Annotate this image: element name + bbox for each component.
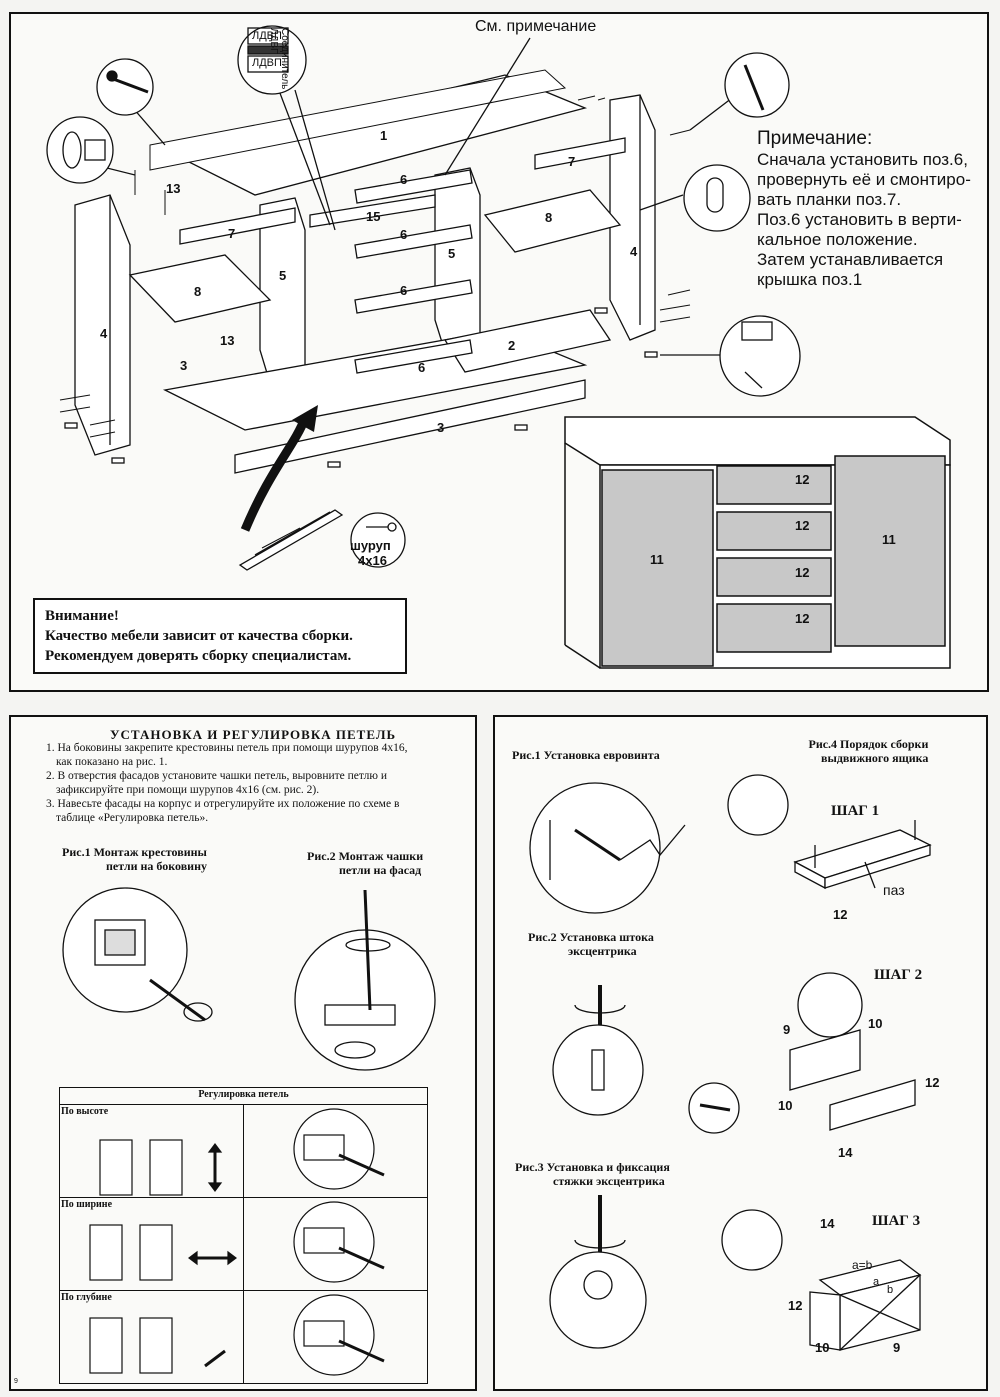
step3-label: ШАГ 3	[872, 1213, 921, 1229]
ldvp-label-bottom: ЛДВП	[252, 57, 282, 69]
part-number: 1	[380, 128, 388, 143]
note-line: провернуть её и смонтиро-	[757, 170, 971, 189]
part-number: 10	[815, 1340, 830, 1355]
caption-line: Рис.4 Порядок сборки	[808, 737, 929, 751]
step-line: таблице «Регулировка петель».	[56, 812, 209, 824]
hinge-fig1-caption: Рис.1 Монтаж крестовины петли на боковин…	[62, 845, 207, 873]
warning-title: Внимание!	[45, 608, 119, 624]
diagonal-a-label: a	[873, 1276, 880, 1288]
note-line: Затем устанавливается	[757, 250, 944, 269]
see-note-callout: См. примечание	[475, 18, 597, 35]
part-number: 13	[166, 181, 181, 196]
part-number: 7	[568, 154, 576, 169]
warning-line: Рекомендуем доверять сборку специалистам…	[45, 648, 352, 664]
table-row: По высоте	[59, 1104, 428, 1198]
hinges-steps: 1. На боковины закрепите крестовины пете…	[46, 741, 466, 825]
page-number: 9	[14, 1378, 18, 1385]
eccentric-rod-caption: Рис.2 Установка штока эксцентрика	[528, 930, 654, 958]
warning-line: Качество мебели зависит от качества сбор…	[45, 628, 353, 644]
ldvp-label-top: ЛДВП	[252, 30, 282, 42]
assembly-note: Примечание: Сначала установить поз.6, пр…	[757, 128, 982, 290]
part-number: 5	[448, 246, 456, 261]
note-line: Сначала установить поз.6,	[757, 150, 968, 169]
drawer-label: 12	[795, 472, 810, 487]
caption-line: Рис.2 Монтаж чашки	[307, 849, 424, 863]
drawer-label: 12	[795, 611, 810, 626]
note-title: Примечание:	[757, 128, 873, 149]
caption-line: петли на боковину	[106, 859, 208, 873]
equal-diagonals-label: a=b	[852, 1258, 873, 1272]
screw-label: шуруп	[350, 538, 391, 553]
part-number: 6	[418, 360, 426, 375]
drawer-label: 12	[795, 565, 810, 580]
row-label: По высоте	[61, 1106, 109, 1117]
part-number: 4	[630, 244, 638, 259]
note-line: Поз.6 установить в верти-	[757, 210, 962, 229]
part-number: 9	[893, 1340, 901, 1355]
connector-label: Соединитель ЛДВП	[268, 28, 290, 90]
caption-line: эксцентрика	[568, 944, 637, 958]
part-number: 4	[100, 326, 108, 341]
screw-size: 4x16	[358, 553, 387, 568]
drawer-panel	[493, 715, 988, 1391]
step-line: 3. Навесьте фасады на корпус и отрегулир…	[46, 798, 400, 810]
hinge-adjustment-table: Регулировка петель По высоте	[59, 1087, 428, 1384]
part-number: 12	[788, 1298, 803, 1313]
part-number: 15	[366, 209, 381, 224]
part-number: 8	[194, 284, 202, 299]
groove-label: паз	[883, 882, 905, 898]
facade-label: 11	[650, 552, 664, 567]
caption-line: выдвижного ящика	[821, 751, 929, 765]
part-number: 14	[838, 1145, 853, 1160]
caption-line: петли на фасад	[339, 863, 422, 877]
step-line: зафиксируйте при помощи шурупов 4х16 (см…	[56, 784, 320, 796]
note-line: крышка поз.1	[757, 270, 863, 289]
drawer-order-caption: Рис.4 Порядок сборки выдвижного ящика	[775, 737, 928, 765]
eccentric-fix-caption: Рис.3 Установка и фиксация стяжки эксцен…	[515, 1160, 670, 1188]
warning-box: Внимание! Качество мебели зависит от кач…	[33, 598, 407, 674]
part-number: 9	[783, 1022, 791, 1037]
step-line: как показано на рис. 1.	[56, 756, 168, 768]
caption-line: Рис.2 Установка штока	[528, 930, 654, 944]
hinge-fig2-caption: Рис.2 Монтаж чашки петли на фасад	[307, 849, 423, 877]
caption-line: Рис.3 Установка и фиксация	[515, 1160, 670, 1174]
diagonal-b-label: b	[887, 1284, 894, 1296]
row-label: По глубине	[61, 1292, 112, 1303]
part-number: 7	[228, 226, 236, 241]
part-number: 2	[508, 338, 516, 353]
table-row: По ширине	[59, 1197, 428, 1291]
step-line: 2. В отверстия фасадов установите чашки …	[46, 770, 388, 782]
facade-label: 11	[882, 532, 896, 547]
step-line: 1. На боковины закрепите крестовины пете…	[46, 742, 408, 754]
exploded-view-drawing	[46, 25, 951, 669]
part-number: 6	[400, 283, 408, 298]
part-number: 6	[400, 172, 408, 187]
table-row: По глубине	[59, 1290, 428, 1384]
table-title: Регулировка петель	[198, 1089, 289, 1100]
drawer-label: 12	[795, 518, 810, 533]
part-number: 10	[868, 1016, 883, 1031]
caption-line: стяжки эксцентрика	[553, 1174, 665, 1188]
part-number: 12	[925, 1075, 940, 1090]
part-number: 12	[833, 907, 848, 922]
step2-label: ШАГ 2	[874, 967, 923, 983]
hinges-title: УСТАНОВКА И РЕГУЛИРОВКА ПЕТЕЛЬ	[110, 727, 397, 742]
part-number: 3	[180, 358, 188, 373]
eurovint-caption: Рис.1 Установка евровинта	[512, 748, 660, 762]
part-number: 6	[400, 227, 408, 242]
part-number: 8	[545, 210, 553, 225]
row-label: По ширине	[61, 1199, 113, 1210]
note-line: кальное положение.	[757, 230, 918, 249]
part-number: 10	[778, 1098, 793, 1113]
part-number: 13	[220, 333, 235, 348]
step1-label: ШАГ 1	[831, 803, 880, 819]
caption-line: Рис.1 Монтаж крестовины	[62, 845, 207, 859]
part-number: 5	[279, 268, 287, 283]
part-number: 3	[437, 420, 445, 435]
note-line: вать планки поз.7.	[757, 190, 902, 209]
part-number: 14	[820, 1216, 835, 1231]
